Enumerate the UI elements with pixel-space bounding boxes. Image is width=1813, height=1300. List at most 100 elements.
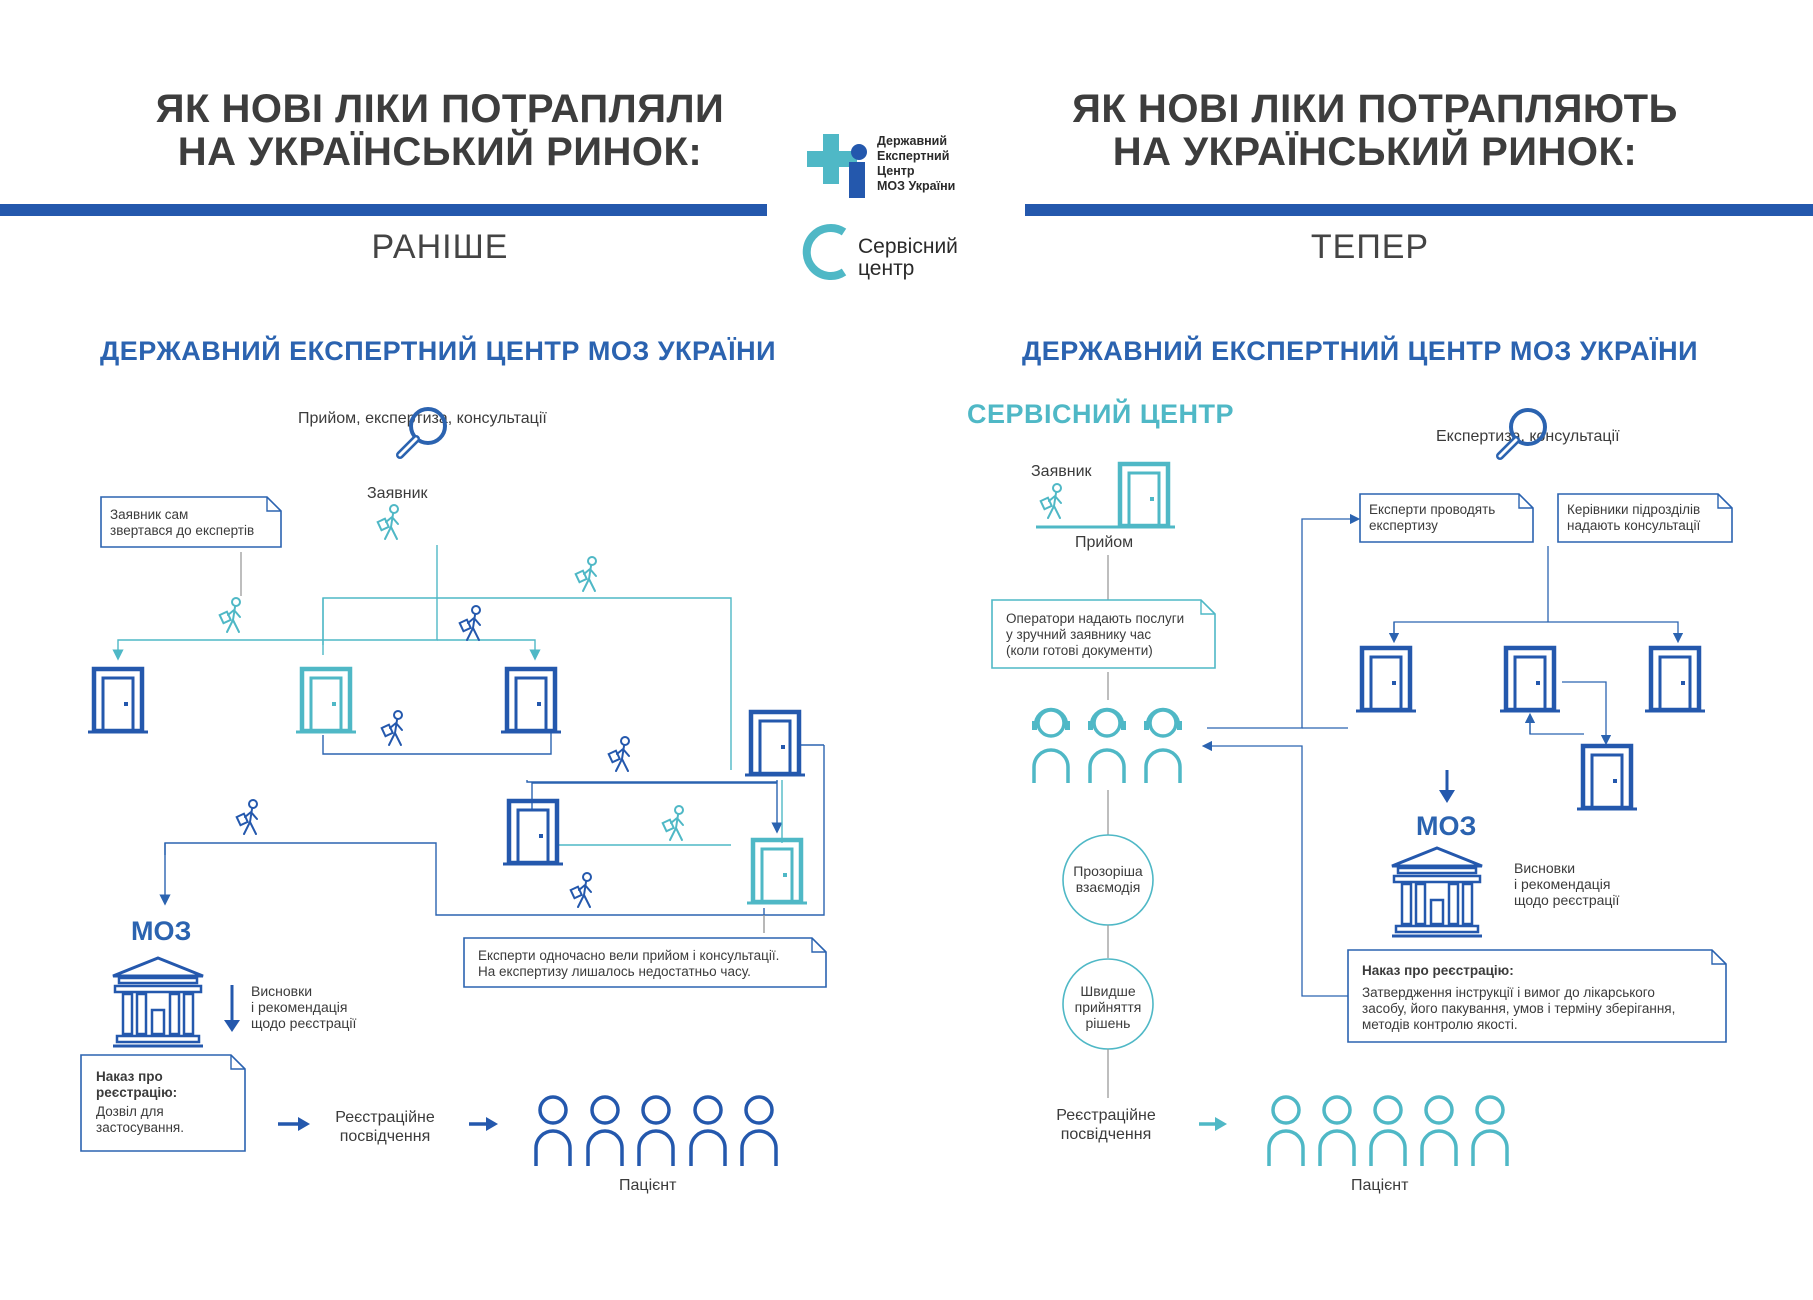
right-operator-3-icon	[1142, 707, 1184, 785]
right-faster-line2: прийняття	[1074, 999, 1142, 1015]
left-experts-note-line2: На експертизу лишалось недостатньо часу.	[478, 964, 751, 979]
right-door-4-icon	[1577, 746, 1637, 809]
left-applicant-label: Заявник	[367, 485, 428, 502]
left-certificate-line2: посвідчення	[339, 1128, 431, 1145]
left-patient-5-icon	[740, 1095, 778, 1168]
right-door-1-icon	[1356, 648, 1416, 711]
left-door-6-icon	[747, 840, 807, 903]
left-center-title: ДЕРЖАВНИЙ ЕКСПЕРТНИЙ ЦЕНТР МОЗ УКРАЇНИ	[100, 336, 777, 366]
right-period: ТЕПЕР	[1310, 228, 1430, 266]
dec-logo: Державний Експертний Центр МОЗ України	[805, 130, 965, 205]
right-certificate: Реєстраційне посвідчення	[1036, 1106, 1176, 1144]
right-operator-2-icon	[1086, 707, 1128, 785]
dec-logo-text: Державний Експертний Центр МОЗ України	[877, 134, 972, 194]
dec-logo-line3: Центр	[877, 164, 915, 178]
left-door-1-icon	[88, 669, 148, 732]
service-logo-line1: Сервісний	[858, 235, 958, 258]
left-patient-2-icon	[586, 1095, 624, 1168]
left-conclusions-line2: і рекомендація	[251, 999, 348, 1015]
right-conclusions-line3: щодо реєстрації	[1514, 892, 1620, 908]
right-operators-note: Оператори надають послуги у зручний заяв…	[1006, 611, 1184, 659]
left-conclusions-line1: Висновки	[251, 983, 313, 999]
right-applicant-label: Заявник	[1031, 463, 1092, 480]
right-experts-note: Експерти проводять експертизу	[1369, 502, 1495, 534]
right-transparent-line1: Прозоріша	[1073, 863, 1143, 879]
right-title-line2: НА УКРАЇНСЬКИЙ РИНОК:	[1112, 130, 1638, 174]
left-title-line1: ЯК НОВІ ЛІКИ ПОТРАПЛЯЛИ	[155, 87, 725, 131]
left-walker-teal-3-icon	[218, 597, 241, 633]
left-door-2-icon	[296, 669, 356, 732]
left-patient-4-icon	[689, 1095, 727, 1168]
right-reception-door-icon	[1114, 464, 1174, 527]
right-reception-label: Прийом	[1075, 534, 1134, 551]
right-ministry-building-icon	[1390, 846, 1484, 938]
left-patient-1-icon	[534, 1095, 572, 1168]
left-arrow-to-patients-icon	[469, 1117, 498, 1131]
left-applicant-note-line1: Заявник сам	[110, 507, 189, 522]
left-experts-note: Експерти одночасно вели прийом і консуль…	[478, 948, 779, 980]
right-title-line1: ЯК НОВІ ЛІКИ ПОТРАПЛЯЮТЬ	[1072, 87, 1678, 131]
right-expertise-label: Експертиза, консультації	[1436, 428, 1620, 445]
left-period: РАНІШЕ	[371, 228, 509, 266]
service-logo-text: Сервісний центр	[858, 236, 958, 280]
right-patient-label: Пацієнт	[1351, 1177, 1409, 1194]
left-order-text-line1: Дозвіл для	[96, 1104, 164, 1119]
left-walker-teal-2-icon	[574, 556, 597, 592]
right-order-title: Наказ про реєстрацію:	[1362, 963, 1514, 978]
right-door-3-icon	[1645, 648, 1705, 711]
left-experts-note-line1: Експерти одночасно вели прийом і консуль…	[478, 948, 780, 963]
left-walker-blue-3-icon	[607, 736, 630, 772]
right-service-center-title: СЕРВІСНИЙ ЦЕНТР	[967, 399, 1235, 429]
dec-cross-icon	[807, 134, 867, 198]
right-experts-note-line1: Експерти проводять	[1369, 502, 1496, 517]
right-operator-1-icon	[1030, 707, 1072, 785]
right-title: ЯК НОВІ ЛІКИ ПОТРАПЛЯЮТЬ НА УКРАЇНСЬКИЙ …	[995, 88, 1755, 174]
left-patient-3-icon	[637, 1095, 675, 1168]
right-door-2-icon	[1500, 648, 1560, 711]
right-operators-note-line1: Оператори надають послуги	[1006, 611, 1185, 626]
left-order-text-line2: застосування.	[96, 1120, 184, 1135]
left-door-5-icon	[503, 801, 563, 864]
right-divider-bar	[1025, 204, 1813, 216]
dec-logo-line4: МОЗ України	[877, 179, 956, 193]
left-certificate-line1: Реєстраційне	[335, 1109, 435, 1126]
right-faster-line3: рішень	[1085, 1015, 1131, 1031]
right-operators-note-line2: у зручний заявнику час	[1006, 627, 1152, 642]
dec-logo-line2: Експертний	[877, 149, 950, 163]
left-order-note: Наказ про реєстрацію: Дозвіл для застосу…	[96, 1069, 184, 1136]
left-title: ЯК НОВІ ЛІКИ ПОТРАПЛЯЛИ НА УКРАЇНСЬКИЙ Р…	[60, 88, 820, 174]
left-walker-blue-4-icon	[235, 799, 258, 835]
left-patient-label: Пацієнт	[619, 1177, 677, 1194]
left-divider-bar	[0, 204, 767, 216]
left-applicant-note: Заявник сам звертався до експертів	[110, 507, 254, 539]
left-conclusions: Висновки і рекомендація щодо реєстрації	[251, 983, 356, 1031]
left-walker-blue-1-icon	[458, 605, 481, 641]
right-arrow-to-patients-icon	[1199, 1117, 1227, 1131]
left-moz-label: МОЗ	[131, 916, 192, 946]
left-conclusions-line3: щодо реєстрації	[251, 1015, 357, 1031]
right-certificate-line1: Реєстраційне	[1056, 1107, 1156, 1124]
left-certificate: Реєстраційне посвідчення	[315, 1108, 455, 1146]
right-transparent-line2: взаємодія	[1075, 879, 1141, 895]
right-order-note: Наказ про реєстрацію: Затвердження інстр…	[1362, 963, 1675, 1033]
left-arrow-to-certificate-icon	[278, 1117, 310, 1131]
left-title-line2: НА УКРАЇНСЬКИЙ РИНОК:	[177, 130, 703, 174]
right-patient-2-icon	[1318, 1095, 1356, 1168]
left-order-title-line2: реєстрацію:	[96, 1085, 178, 1100]
left-ministry-building-icon	[111, 956, 205, 1048]
left-applicant-note-line2: звертався до експертів	[110, 523, 255, 538]
right-operators-note-line3: (коли готові документи)	[1006, 643, 1153, 658]
left-walker-blue-2-icon	[380, 710, 403, 746]
right-heads-note-line1: Керівники підрозділів	[1567, 502, 1701, 517]
right-certificate-line2: посвідчення	[1060, 1126, 1152, 1143]
right-down-arrow-icon	[1439, 770, 1455, 803]
left-intake-label: Прийом, експертиза, консультації	[298, 410, 547, 427]
right-heads-note: Керівники підрозділів надають консультац…	[1567, 502, 1700, 534]
right-moz-label: МОЗ	[1416, 811, 1477, 841]
right-transparent-text: Прозоріша взаємодія	[1063, 863, 1153, 895]
left-door-4-icon	[745, 712, 805, 775]
right-experts-note-line2: експертизу	[1369, 518, 1438, 533]
right-heads-note-line2: надають консультації	[1567, 518, 1701, 533]
right-order-text-line3: методів контролю якості.	[1362, 1017, 1518, 1032]
dec-logo-line1: Державний	[877, 134, 948, 148]
